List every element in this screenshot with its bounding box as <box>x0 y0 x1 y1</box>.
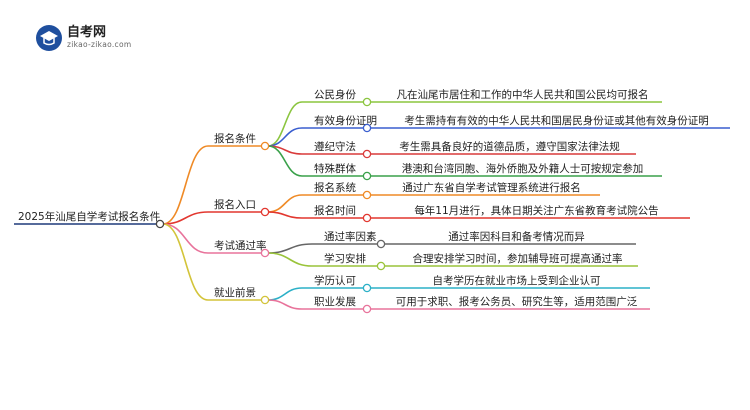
mindmap-edges <box>14 101 730 310</box>
child-connector-2-1 <box>267 252 313 267</box>
branch-label-3: 就业前景 <box>214 286 256 299</box>
branch-label-1: 报名入口 <box>214 198 256 211</box>
detail-label-3-0: 自考学历在就业市场上受到企业认可 <box>433 274 601 287</box>
child-connector-1-1 <box>267 211 303 219</box>
brand-url: zikao-zikao.com <box>67 40 131 49</box>
child-label-0-1: 有效身份证明 <box>314 114 377 127</box>
detail-label-2-1: 合理安排学习时间，参加辅导班可提高通过率 <box>413 252 623 265</box>
child-dot-0-2 <box>362 149 372 159</box>
child-label-0-2: 遵纪守法 <box>314 140 356 153</box>
child-label-1-0: 报名系统 <box>314 181 356 194</box>
detail-label-0-2: 考生需具备良好的道德品质，遵守国家法律法规 <box>399 140 620 153</box>
child-dot-2-1 <box>376 261 386 271</box>
detail-label-1-0: 通过广东省自学考试管理系统进行报名 <box>402 181 581 194</box>
child-connector-3-1 <box>267 299 303 310</box>
child-dot-0-0 <box>362 97 372 107</box>
cap-band <box>43 38 55 46</box>
branch-dot-3 <box>260 295 270 305</box>
child-connector-3-0 <box>267 287 303 301</box>
child-connector-0-1 <box>267 127 303 147</box>
branch-connector-3 <box>162 223 209 301</box>
child-label-2-1: 学习安排 <box>324 252 366 265</box>
detail-label-0-1: 考生需持有有效的中华人民共和国居民身份证或其他有效身份证明 <box>404 114 709 127</box>
branch-connector-2 <box>162 223 209 254</box>
branch-dot-1 <box>260 207 270 217</box>
child-label-0-0: 公民身份 <box>314 88 356 101</box>
branch-label-0: 报名条件 <box>214 132 256 145</box>
mindmap-nodes: 2025年汕尾自学考试报名条件 报名条件 公民身份 凡在汕尾市居住和工作的中华人民共和… <box>18 88 709 314</box>
detail-label-0-3: 港澳和台湾同胞、海外侨胞及外籍人士可按规定参加 <box>402 162 644 175</box>
child-dot-1-1 <box>362 213 372 223</box>
detail-label-0-0: 凡在汕尾市居住和工作的中华人民共和国公民均可报名 <box>397 88 649 101</box>
brand-logo: 自考网 zikao-zikao.com <box>36 24 131 51</box>
detail-label-1-1: 每年11月进行，具体日期关注广东省教育考试院公告 <box>414 204 658 217</box>
child-dot-0-3 <box>362 171 372 181</box>
child-label-1-1: 报名时间 <box>314 204 356 217</box>
detail-label-2-0: 通过率因科目和备考情况而异 <box>448 230 585 243</box>
child-connector-0-3 <box>267 145 303 177</box>
child-label-0-3: 特殊群体 <box>314 162 356 175</box>
brand-name: 自考网 <box>67 24 106 40</box>
branch-label-2: 考试通过率 <box>214 239 267 252</box>
child-dot-3-1 <box>362 304 372 314</box>
root-node-dot <box>155 219 165 229</box>
child-label-3-0: 学历认可 <box>314 274 356 287</box>
branch-dot-2 <box>260 248 270 258</box>
child-connector-0-0 <box>267 101 303 147</box>
root-node-label: 2025年汕尾自学考试报名条件 <box>18 210 160 223</box>
child-dot-2-0 <box>376 239 386 249</box>
child-connector-2-0 <box>267 243 313 254</box>
child-label-3-1: 职业发展 <box>314 295 356 308</box>
detail-label-3-1: 可用于求职、报考公务员、研究生等，适用范围广泛 <box>396 295 638 308</box>
child-connector-1-0 <box>267 194 303 213</box>
child-dot-3-0 <box>362 283 372 293</box>
branch-connector-1 <box>162 211 209 225</box>
child-label-2-0: 通过率因素 <box>324 230 377 243</box>
branch-connector-0 <box>162 145 209 225</box>
child-dot-1-0 <box>362 190 372 200</box>
branch-dot-0 <box>260 141 270 151</box>
child-dot-0-1 <box>362 123 372 133</box>
